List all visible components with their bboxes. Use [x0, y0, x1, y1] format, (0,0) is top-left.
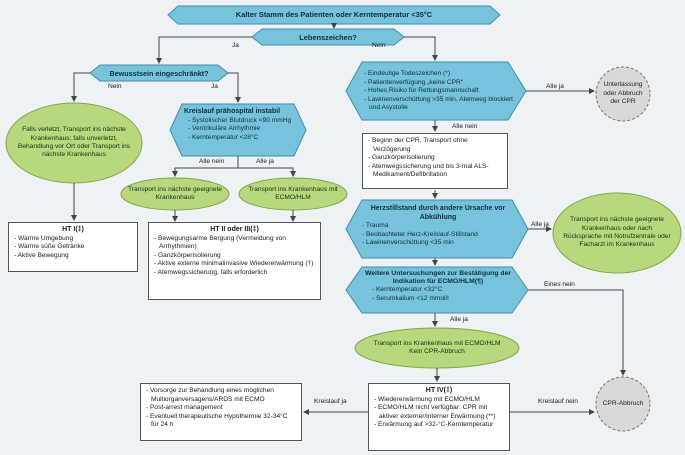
- kreislauf-ja-label: Kreislauf ja: [314, 398, 347, 405]
- ht23-title: HT II oder III(‡): [210, 226, 259, 233]
- death-item: - Patientenverfügung „keine CPR“: [364, 78, 463, 86]
- alle-ja4-label: Alle ja: [450, 316, 468, 323]
- death-item: - Eindeutige Todeszeichen (*): [364, 70, 451, 77]
- final-item: - Vorsorge zur Behandlung eines mögliche…: [146, 387, 274, 403]
- alle-nein-label: Alle nein: [199, 158, 225, 165]
- death-criteria-text: - Eindeutige Todeszeichen (*) - Patiente…: [364, 70, 514, 113]
- alle-nein2-label: Alle nein: [452, 123, 478, 130]
- nein-label: Nein: [372, 42, 386, 49]
- cpr-box: - Beginn der CPR, Transport ohne Verzöge…: [362, 133, 508, 189]
- consciousness-question: Bewusstsein eingeschränkt?: [109, 69, 209, 78]
- green-mid2-label: Transport ins Krankenhaus mit ECMO/HLM: [248, 185, 338, 201]
- green-bottom-text: Transport ins Krankenhaus mit ECMO/HLM K…: [368, 332, 506, 364]
- circ-item: - Systolischer Blutdruck <90 mmHg: [188, 116, 292, 124]
- ht4-item: - ECMO/HLM nicht verfügbar: CPR mit akti…: [374, 404, 496, 420]
- green-right-label: Transport ins nächste geeignete Krankenh…: [563, 216, 671, 249]
- further-title: Weitere Untersuchungen zur Bestätigung d…: [364, 270, 512, 286]
- alle-ja3-label: Alle ja: [531, 221, 549, 228]
- nein2-label: Nein: [108, 83, 122, 90]
- cpr-item: - Atemwegssicherung und bis 3-mal ALS-Me…: [368, 162, 489, 179]
- further-item: - Serumkalium <12 mmol/l: [372, 295, 449, 302]
- ht1-item: - Warme süße Getränke: [14, 243, 85, 251]
- ht23-item: - Aktive externe minimalinvasive Wiedere…: [154, 260, 314, 268]
- ht23-item: - Ganzkörperisolierung: [154, 251, 221, 259]
- kreislauf-nein-label: Kreislauf nein: [538, 398, 578, 405]
- alle-ja-right-label: Alle ja: [546, 83, 564, 90]
- death-item: - Hohes Risiko für Rettungsmannschaft: [364, 87, 479, 95]
- ht23-item: - Bewegungsarme Bergung (Vermeidung von …: [154, 234, 286, 251]
- other-cause-text: Herzstillstand durch andere Ursache vor …: [362, 205, 514, 248]
- stop-cpr-circle: [595, 66, 651, 122]
- cause-item: - Trauma: [362, 222, 389, 230]
- green-left-label: Falls verletzt, Transport ins nächste Kr…: [17, 126, 131, 159]
- green-mid1-text: Transport ins nächste geeignete Krankenh…: [126, 184, 224, 204]
- top-hexagon: [167, 5, 501, 25]
- stop-cpr-text: Unterlassung oder Abbruch der CPR: [598, 74, 648, 114]
- green-right-oval: [552, 192, 682, 274]
- final-left-box: - Vorsorge zur Behandlung eines mögliche…: [140, 383, 302, 441]
- final-item: - Eventuell therapeutische Hypothermie 3…: [146, 412, 288, 429]
- ja-label: Ja: [232, 42, 239, 49]
- ht23-item: - Atemwegssicherung, falls erforderlich: [154, 268, 268, 276]
- further-tests-text: Weitere Untersuchungen zur Bestätigung d…: [362, 270, 514, 304]
- cpr-item: - Beginn der CPR, Transport ohne Verzöge…: [368, 137, 468, 153]
- green-mid2-text: Transport ins Krankenhaus mit ECMO/HLM: [244, 184, 342, 204]
- green-right-text: Transport ins nächste geeignete Krankenh…: [562, 204, 672, 262]
- green-mid1-label: Transport ins nächste geeignete Krankenh…: [128, 185, 222, 201]
- ht23-box: HT II oder III(‡) - Bewegungsarme Bergun…: [148, 222, 321, 300]
- ht4-box: HT IV(‡) - Wiedererwärmung mit ECMO/HLM …: [368, 383, 510, 451]
- alle-ja-label: Alle ja: [256, 158, 274, 165]
- eines-nein-label: Eines nein: [544, 281, 575, 288]
- cpr-stop2-text: CPR-Abbruch: [598, 392, 648, 416]
- circulation-hexagon: [169, 103, 307, 157]
- cause-item: - Beobachteter Herz-Kreislauf-Stillstand: [362, 230, 478, 238]
- cause-title: Herzstillstand durch andere Ursache vor …: [370, 205, 506, 221]
- cause-item: - Lawinenverschüttung <35 min: [362, 239, 454, 247]
- stop-cpr-label: Unterlassung oder Abbruch der CPR: [603, 81, 643, 106]
- cpr-stop2-label: CPR-Abbruch: [602, 399, 644, 407]
- green-bottom-label: Transport ins Krankenhaus mit ECMO/HLM K…: [373, 339, 501, 355]
- cpr-item: - Ganzkörperisolierung: [368, 154, 435, 162]
- ht1-box: HT I(‡) - Warme Umgebung - Warme süße Ge…: [8, 222, 138, 272]
- ht4-title: HT IV(‡): [425, 387, 453, 394]
- ht1-item: - Warme Umgebung: [14, 234, 74, 242]
- further-item: - Kerntemperatur <32°C: [372, 286, 443, 294]
- circ-item: - Kerntemperatur <28°C: [188, 133, 259, 141]
- circ-title: Kreislauf prähospital instabil: [184, 108, 281, 115]
- cpr-stop2-circle: [595, 376, 651, 432]
- top-title: Kalter Stamm des Patienten oder Kerntemp…: [235, 10, 433, 19]
- life-signs-question: Lebenszeichen?: [299, 33, 357, 42]
- further-tests-hexagon: [345, 266, 529, 314]
- death-item: - Lawinenverschüttung >35 min, Atemweg b…: [364, 95, 513, 112]
- final-item: - Post-arrest management: [146, 404, 223, 412]
- other-cause-hexagon: [345, 199, 529, 259]
- ht4-item: - Erwärmung auf >32-°C-Kerntemperatur: [374, 421, 494, 429]
- circulation-text: Kreislauf prähospital instabil - Systoli…: [184, 108, 300, 142]
- ht1-title: HT I(‡): [62, 226, 84, 233]
- ht1-item: - Aktive Bewegung: [14, 251, 69, 259]
- green-left-text: Falls verletzt, Transport ins nächste Kr…: [14, 112, 134, 174]
- ja2-label: Ja: [211, 83, 218, 90]
- circ-item: - Ventrikuläre Arrhythmie: [188, 125, 261, 133]
- death-criteria-hexagon: [345, 61, 527, 121]
- ht4-item: - Wiedererwärmung mit ECMO/HLM: [374, 395, 480, 403]
